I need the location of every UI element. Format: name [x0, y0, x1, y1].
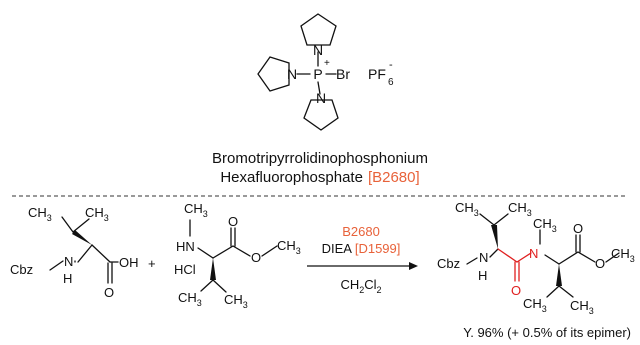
bond-n-calpha	[197, 247, 214, 259]
wedge-calpha2-cbeta	[556, 264, 562, 286]
product-nh-h: H	[478, 268, 487, 283]
atom-n-bottom: N	[316, 90, 326, 106]
arrow-reagent-b2680[interactable]: B2680	[342, 224, 380, 239]
amide-bond-c-n	[516, 252, 532, 263]
bond-p-n-bottom	[317, 81, 321, 95]
bond-oester-ch3	[261, 245, 278, 257]
product-ch3-bottom-left: CH3	[523, 296, 547, 314]
reagent-name-line2: Hexafluorophosphate [B2680]	[220, 169, 419, 186]
amide-bond-calpha-c	[497, 248, 518, 263]
product-cbz: Cbz	[437, 256, 460, 271]
product-ch3-top-right: CH3	[508, 200, 532, 218]
yield-text: Y. 96% (+ 0.5% of its epimer)	[463, 325, 631, 340]
product-amide-o: O	[511, 283, 521, 298]
amine-ch3-bottom-left: CH3	[178, 290, 202, 308]
bond-n-calpha	[489, 248, 499, 258]
reaction-plus: +	[148, 256, 156, 271]
atom-n-top: N	[313, 42, 323, 58]
bond-carbonyl-oester	[232, 245, 251, 257]
pyrrolidine-ring-left	[257, 56, 290, 92]
atom-phosphorus: P	[313, 66, 322, 82]
acid-nh-n: N	[64, 254, 73, 269]
wedge-calpha-cbeta	[491, 225, 498, 249]
reagent-structure: N N N P + Br PF 6 -	[257, 13, 394, 131]
reagent-code[interactable]: [B2680]	[368, 169, 420, 186]
bond-cbeta-ch3-right	[493, 213, 509, 226]
bond-cbeta2-ch3-right	[558, 285, 574, 298]
bond-calpha2-carbonyl	[558, 251, 579, 265]
acid-ch3-left: CH3	[28, 205, 52, 223]
bond-calpha-carbonyl	[212, 245, 234, 259]
bond-cbz-n	[49, 260, 64, 271]
bond-cbeta2-ch3-left	[546, 285, 560, 298]
counterion-charge: -	[389, 59, 393, 71]
product-ester-ch3: CH3	[611, 246, 635, 264]
counterion-pf: PF	[368, 66, 386, 82]
product-nh-n: N	[479, 250, 488, 265]
acid-cbz: Cbz	[10, 262, 33, 277]
diea-code[interactable]: [D1599]	[355, 241, 401, 256]
arrow-reagent-diea: DIEA [D1599]	[322, 241, 401, 256]
bond-cbeta-ch3-left	[200, 279, 214, 292]
product-amide-n: N	[529, 246, 538, 261]
bond-cbeta-ch3-left	[479, 213, 495, 226]
reagent-name-text: Hexafluorophosphate	[220, 169, 363, 186]
counterion-subscript: 6	[388, 77, 394, 88]
amine-carbonyl-o: O	[228, 214, 238, 229]
acid-structure: Cbz N H OH O CH3 CH3	[10, 205, 139, 300]
amine-ester-o: O	[251, 250, 261, 265]
amine-ch3-top: CH3	[184, 201, 208, 219]
bond-cbeta-ch3-right	[72, 218, 90, 233]
bond-cbz-n	[466, 257, 478, 265]
acid-carbonyl-o: O	[104, 285, 114, 300]
acid-oh: OH	[119, 255, 139, 270]
amine-structure: CH3 HN HCl O O CH3 CH3 CH3	[174, 201, 301, 310]
product-ester-carbonyl-o: O	[573, 221, 583, 236]
acid-ch3-right: CH3	[85, 205, 109, 223]
bond-n-calpha	[77, 244, 93, 263]
bond-cbeta-ch3-left	[61, 216, 74, 233]
amine-hcl: HCl	[174, 262, 196, 277]
wedge-calpha-cbeta	[210, 258, 216, 280]
bond-oester-ch3	[605, 252, 620, 263]
pyrrolidine-ring-bottom	[303, 99, 339, 131]
phosphonium-charge: +	[324, 58, 330, 69]
amine-ch3-bottom-right: CH3	[224, 292, 248, 310]
amine-ester-ch3: CH3	[277, 238, 301, 256]
reagent-name-line1: Bromotripyrrolidinophosphonium	[212, 150, 428, 167]
bond-carbonyl-oester	[577, 251, 596, 263]
pyrrolidine-ring-top	[300, 13, 337, 46]
product-ch3-top-left: CH3	[455, 200, 479, 218]
product-ester-o: O	[595, 256, 605, 271]
arrow-solvent: CH2Cl2	[340, 277, 381, 295]
acid-nh-h: H	[63, 271, 72, 286]
bond-cbeta-ch3-right	[212, 279, 227, 293]
bond-calpha-carbonyl	[91, 244, 111, 263]
wedge-calpha-cbeta	[72, 230, 92, 245]
bond-n-calpha2	[544, 254, 560, 265]
atom-n-left: N	[287, 66, 297, 82]
product-ch3-bottom-right: CH3	[570, 298, 594, 316]
arrow-head	[409, 262, 418, 270]
amine-hn: HN	[176, 239, 195, 254]
atom-bromine: Br	[336, 66, 350, 82]
product-structure: Cbz N H N O O O CH3 CH3 CH3 CH3 CH3 CH3	[437, 200, 635, 316]
reaction-arrow-group: B2680 DIEA [D1599] CH2Cl2	[307, 224, 418, 295]
product-n-ch3: CH3	[533, 216, 557, 234]
